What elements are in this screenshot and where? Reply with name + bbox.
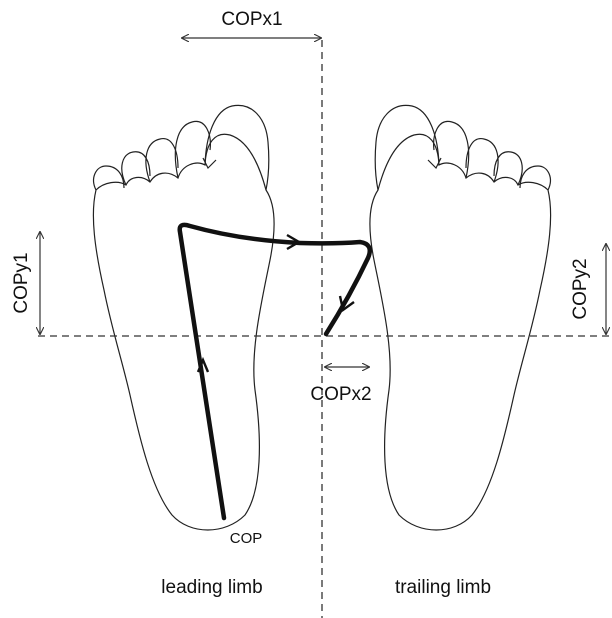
copx2-label: COPx2 [310,384,371,405]
copx1-label: COPx1 [221,9,282,30]
cop-label: COP [230,530,263,547]
trailing-foot-outline [370,105,551,530]
leading-foot-outline [93,105,274,530]
copy2-label: COPy2 [570,258,591,319]
copy1-label: COPy1 [11,252,32,313]
trailing-limb-label: trailing limb [395,577,491,598]
leading-limb-label: leading limb [161,577,262,598]
